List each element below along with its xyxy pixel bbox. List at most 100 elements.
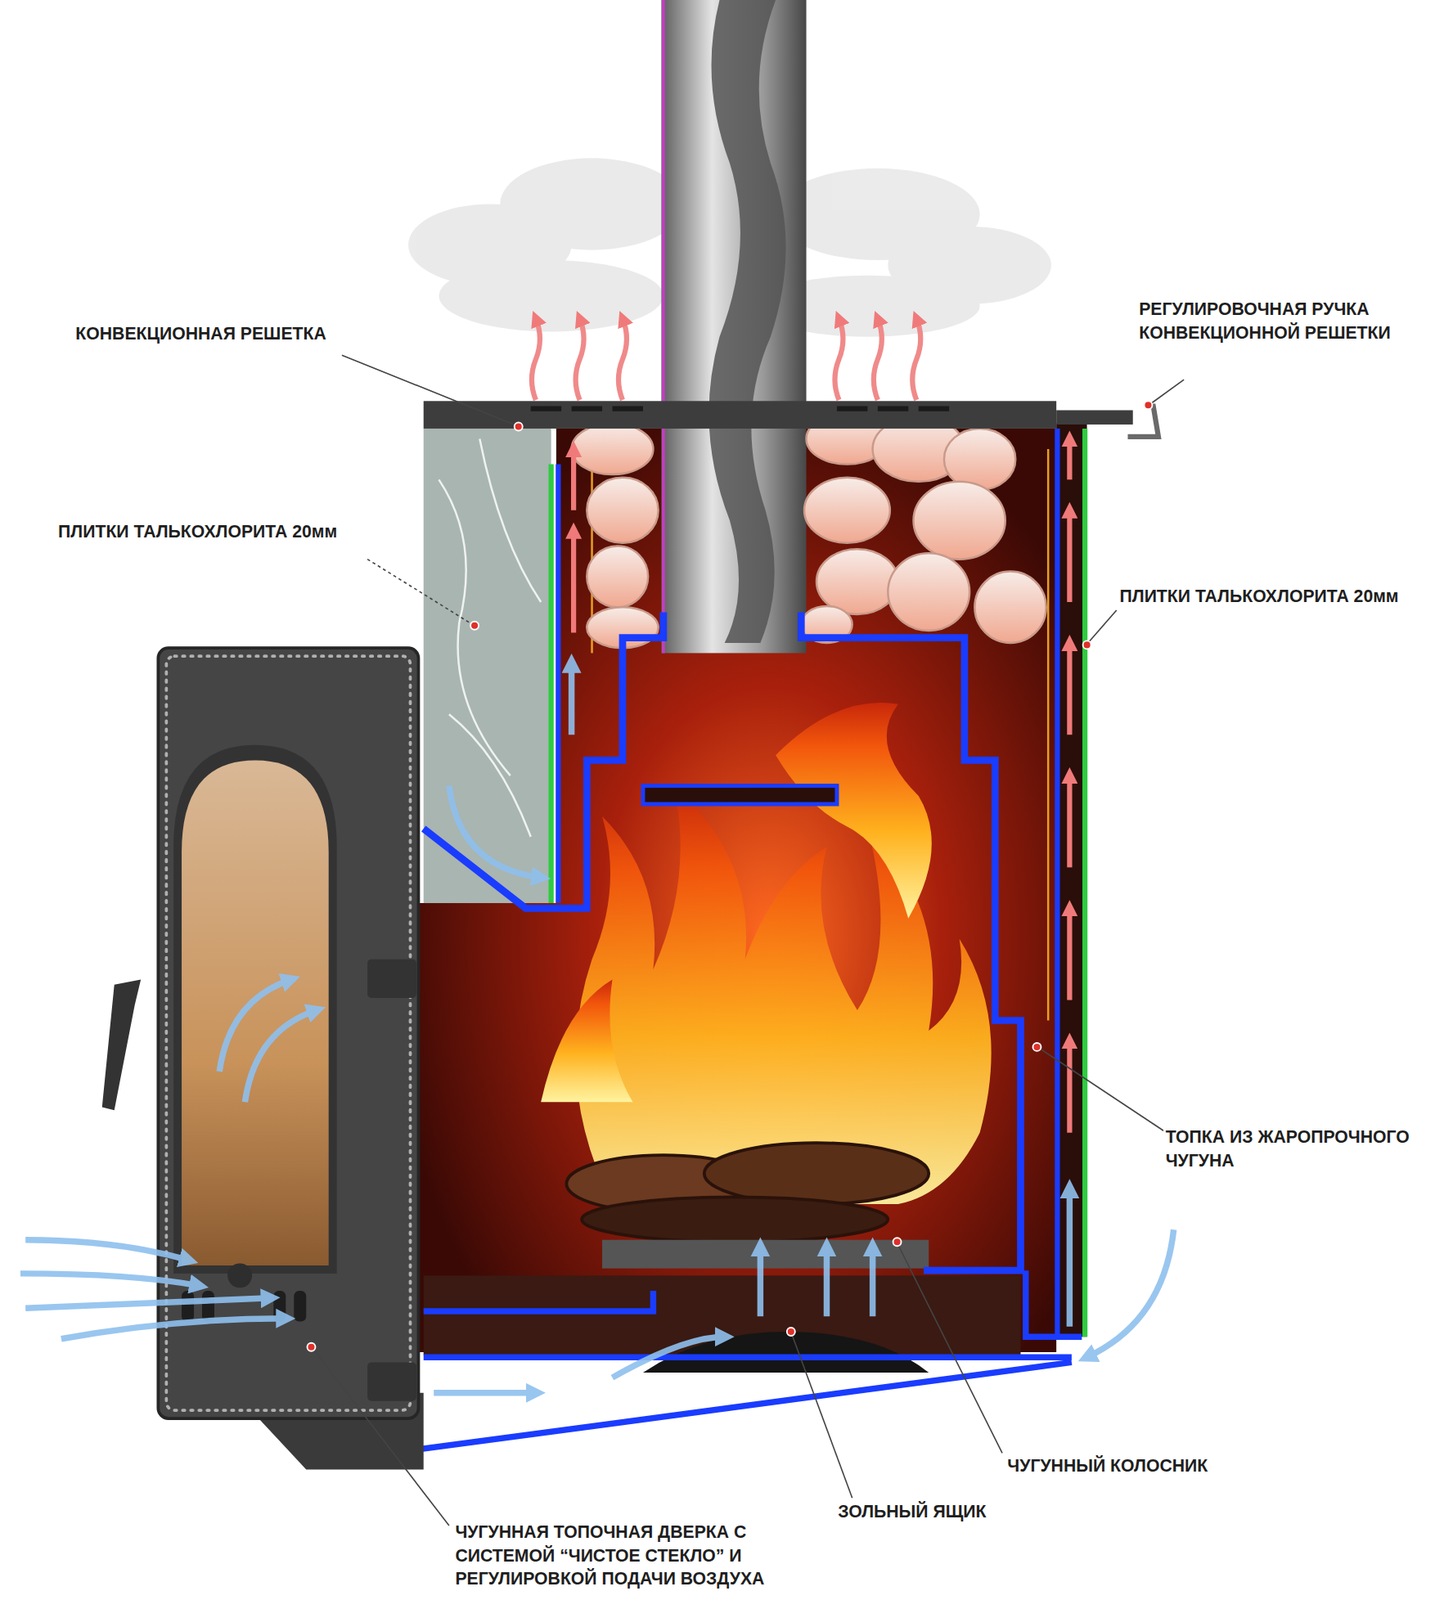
warm-arrow — [1066, 438, 1072, 480]
baffle — [643, 786, 837, 805]
stone — [887, 553, 970, 631]
steel-wall — [1054, 428, 1060, 1337]
slot — [918, 406, 950, 412]
leader-dot — [306, 1343, 315, 1352]
warm-arrow — [1066, 775, 1072, 868]
callout-label: ТОПКА ИЗ ЖАРОПРОЧНОГО ЧУГУНА — [1163, 1125, 1428, 1173]
callout-label: КОНВЕКЦИОННАЯ РЕШЕТКА — [73, 322, 329, 347]
callout-label: ЧУГУННЫЙ КОЛОСНИК — [1005, 1454, 1211, 1479]
cloud — [438, 260, 663, 332]
window-frame — [173, 745, 338, 1274]
leader-dot — [470, 621, 479, 630]
heat-arrow — [531, 318, 540, 401]
leader-line — [1039, 1048, 1164, 1131]
grate — [602, 1240, 929, 1269]
air-vents — [181, 1263, 306, 1322]
heat-arrow — [618, 318, 627, 401]
stone — [804, 477, 891, 544]
leader-line — [1088, 610, 1117, 644]
door-beads — [166, 656, 410, 1411]
cloud — [499, 157, 684, 250]
air-arrow — [568, 663, 575, 735]
air-arrow — [61, 1318, 286, 1340]
leader-line — [1150, 379, 1184, 405]
air-arrow — [20, 1273, 199, 1287]
grate-lip — [1056, 409, 1134, 424]
heat-arrow — [912, 318, 921, 401]
leader-dot — [893, 1237, 902, 1247]
slot — [877, 406, 909, 412]
hinge — [367, 959, 417, 999]
firebox-wall — [423, 611, 1022, 1271]
stone — [586, 477, 658, 544]
leader-line — [313, 1349, 450, 1526]
air-arrow — [244, 1010, 316, 1103]
air-arrow — [25, 1240, 189, 1261]
chimney-pipe — [661, 0, 806, 653]
stone-vein — [438, 438, 541, 837]
hinge — [367, 1362, 417, 1401]
log — [581, 1196, 888, 1242]
air-arrow — [757, 1246, 764, 1317]
leader-dot — [1143, 400, 1152, 410]
grate-handle — [1127, 406, 1158, 437]
door-handle — [102, 980, 141, 1112]
grate-slots — [530, 406, 950, 412]
slot — [530, 406, 562, 412]
sauna-stones — [571, 413, 1047, 648]
stone — [974, 571, 1046, 644]
leader-dot — [787, 1327, 796, 1337]
steel-wall — [555, 464, 561, 904]
flame — [540, 980, 633, 1103]
callout-label: ЧУГУННАЯ ТОПОЧНАЯ ДВЕРКА С СИСТЕМОЙ “ЧИС… — [453, 1520, 837, 1592]
air-arrow — [449, 786, 541, 878]
ash — [643, 1331, 929, 1373]
air-arrow — [1087, 1229, 1175, 1358]
warm-arrow — [1066, 908, 1072, 1000]
heat-arrow — [873, 318, 882, 401]
leader-line — [791, 1335, 853, 1499]
leader-dot — [514, 422, 523, 431]
air-arrow — [611, 1336, 725, 1378]
stone — [816, 548, 899, 615]
leader-lines — [313, 355, 1184, 1526]
flame — [775, 702, 932, 919]
stone — [913, 481, 1006, 560]
heat-arrow — [834, 318, 843, 401]
warm-arrow — [571, 449, 576, 511]
leader-line — [367, 559, 473, 626]
callout-label: РЕГУЛИРОВОЧНАЯ РУЧКА КОНВЕКЦИОННОЙ РЕШЕТ… — [1137, 297, 1430, 345]
green-layer — [1082, 428, 1088, 1337]
inner-screen — [1047, 449, 1049, 1022]
logs — [566, 1142, 929, 1242]
soapstone-tile — [423, 428, 552, 904]
stone — [571, 423, 654, 475]
green-layer — [548, 464, 554, 904]
warm-arrow — [1066, 510, 1072, 603]
air-knob — [227, 1263, 252, 1288]
slot — [611, 406, 643, 412]
air-arrows — [20, 663, 1175, 1394]
pipe-edge — [661, 0, 666, 653]
callout-label: ПЛИТКИ ТАЛЬКОХЛОРИТА 20мм — [56, 520, 340, 545]
slot — [571, 406, 603, 412]
vent — [181, 1291, 194, 1322]
leader-dot — [1083, 640, 1092, 649]
warm-arrow — [1066, 643, 1072, 735]
leader-dot — [1032, 1043, 1041, 1052]
warm-arrow — [571, 530, 576, 634]
air-arrow — [25, 1298, 270, 1309]
slot — [836, 406, 868, 412]
leader-dots — [306, 400, 1152, 1351]
air-arrow — [219, 980, 291, 1072]
air-arrow — [869, 1246, 876, 1317]
log — [704, 1142, 929, 1205]
side-casing — [1056, 423, 1087, 1338]
heat-arrow — [575, 318, 585, 401]
warm-arrow — [1066, 1040, 1072, 1133]
callout-label: ПЛИТКИ ТАЛЬКОХЛОРИТА 20мм — [1117, 584, 1401, 609]
callout-label: ЗОЛЬНЫЙ ЯЩИК — [836, 1500, 989, 1525]
